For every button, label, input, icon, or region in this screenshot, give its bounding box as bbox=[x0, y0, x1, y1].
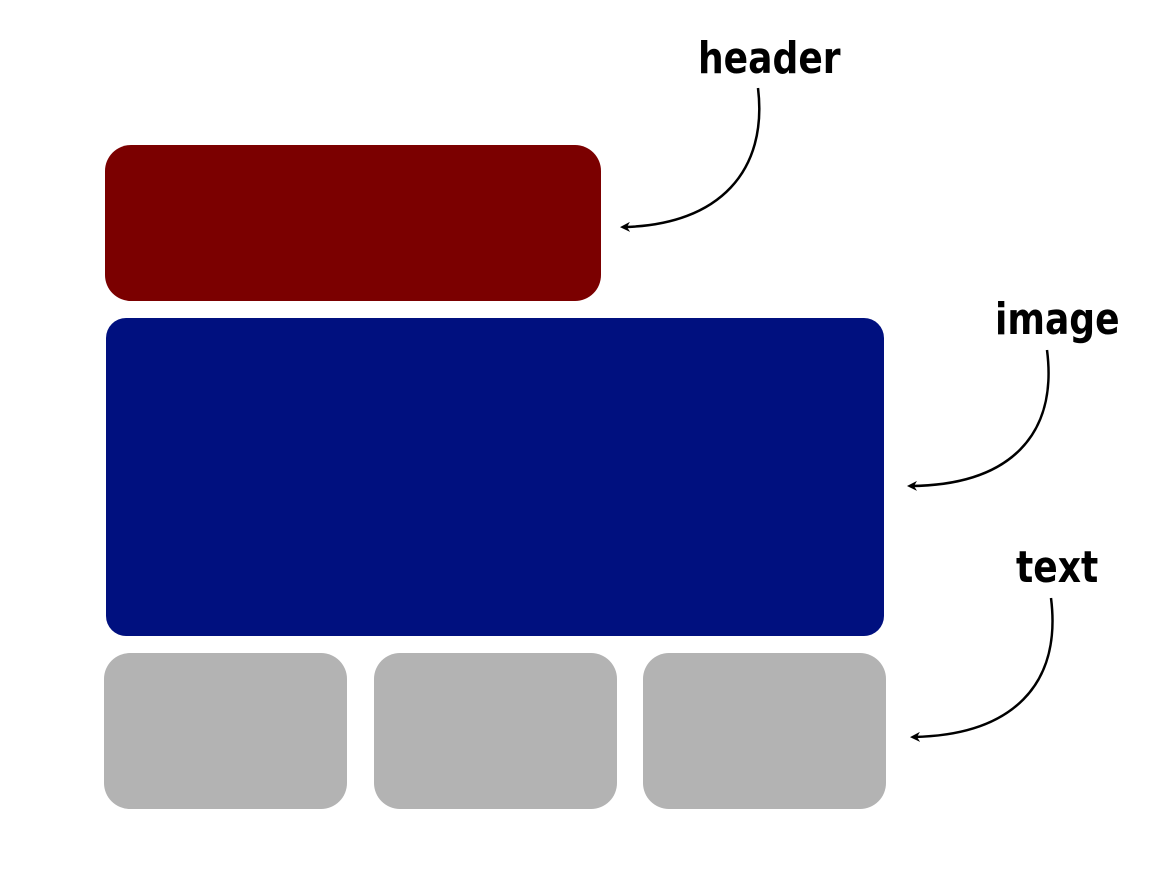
text-block-3 bbox=[643, 653, 886, 809]
image-label: image bbox=[995, 294, 1120, 345]
image-arrow bbox=[907, 349, 1050, 491]
text-block-1 bbox=[104, 653, 347, 809]
header-block bbox=[105, 145, 601, 301]
text-label: text bbox=[1016, 542, 1099, 593]
header-arrow bbox=[620, 87, 761, 232]
header-label: header bbox=[698, 33, 841, 84]
text-block-2 bbox=[374, 653, 617, 809]
text-arrow bbox=[910, 597, 1054, 742]
image-block bbox=[106, 318, 884, 636]
